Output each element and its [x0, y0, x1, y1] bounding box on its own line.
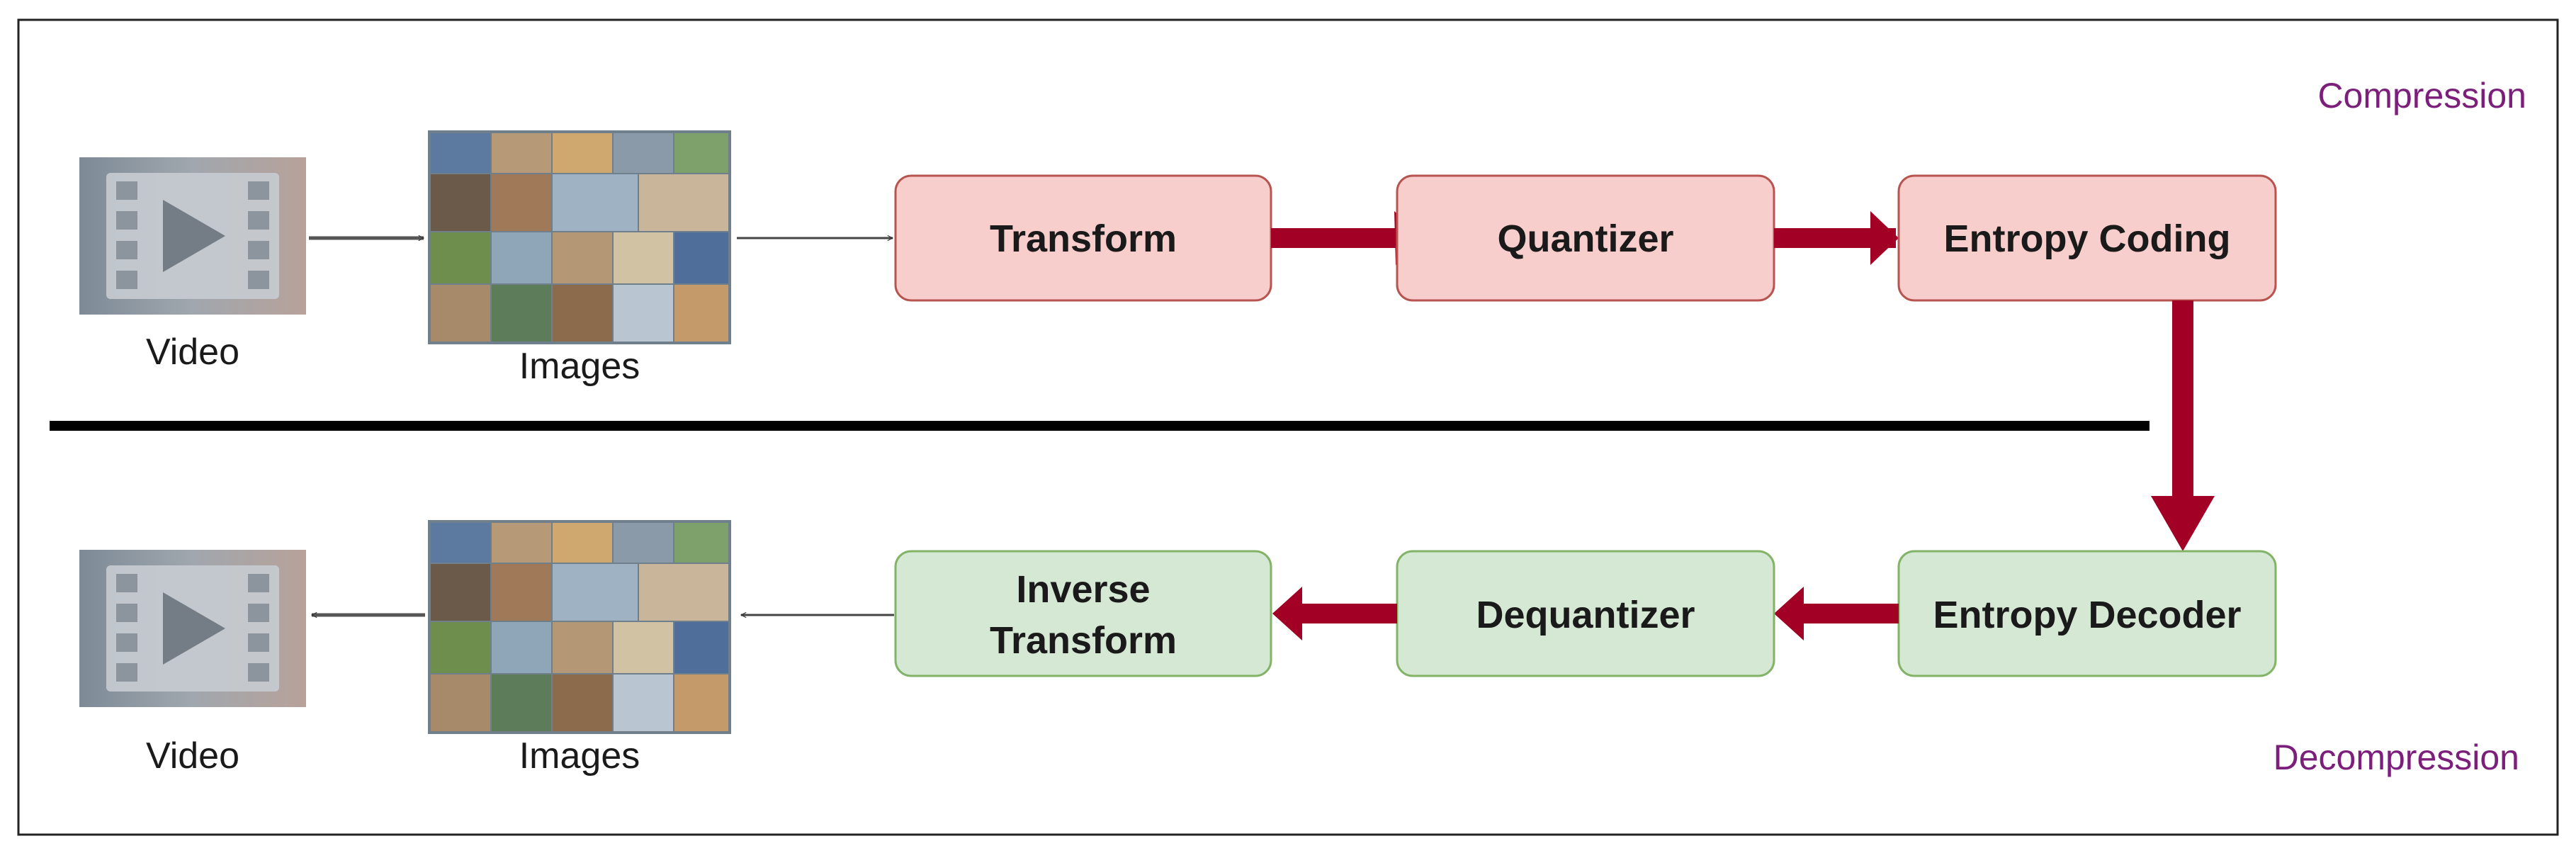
arrow-quantizer-to-entropy-coding [1774, 211, 1899, 265]
section-divider [50, 421, 2150, 431]
entropy-decoder-box: Entropy Decoder [1897, 550, 2277, 677]
quantizer-label: Quantizer [1497, 218, 1673, 260]
images-caption-bottom: Images [519, 735, 640, 777]
entropy-coding-box: Entropy Coding [1897, 174, 2277, 302]
transform-label: Transform [990, 218, 1177, 260]
inverse-transform-label-line1: Inverse [1016, 568, 1150, 611]
transform-box: Transform [894, 174, 1272, 302]
compression-label: Compression [2317, 76, 2526, 115]
images-collage-icon [428, 520, 731, 734]
video-caption-bottom: Video [146, 735, 239, 777]
decompression-label: Decompression [2273, 738, 2519, 777]
dequantizer-label: Dequantizer [1476, 594, 1695, 636]
images-caption-top: Images [519, 346, 640, 387]
arrow-dequantizer-to-inverse-transform [1272, 587, 1397, 640]
entropy-coding-label: Entropy Coding [1944, 218, 2231, 260]
dequantizer-box: Dequantizer [1396, 550, 1775, 677]
video-icon [79, 550, 306, 707]
arrow-entropy-coding-to-decoder [2151, 300, 2215, 551]
images-collage-icon [428, 130, 731, 344]
video-icon [79, 157, 306, 315]
inverse-transform-box: Inverse Transform [894, 550, 1272, 677]
video-caption-top: Video [146, 332, 239, 373]
arrow-decoder-to-dequantizer [1774, 587, 1899, 640]
quantizer-box: Quantizer [1396, 174, 1775, 302]
entropy-decoder-label: Entropy Decoder [1933, 594, 2241, 636]
inverse-transform-label-line2: Transform [990, 619, 1177, 662]
